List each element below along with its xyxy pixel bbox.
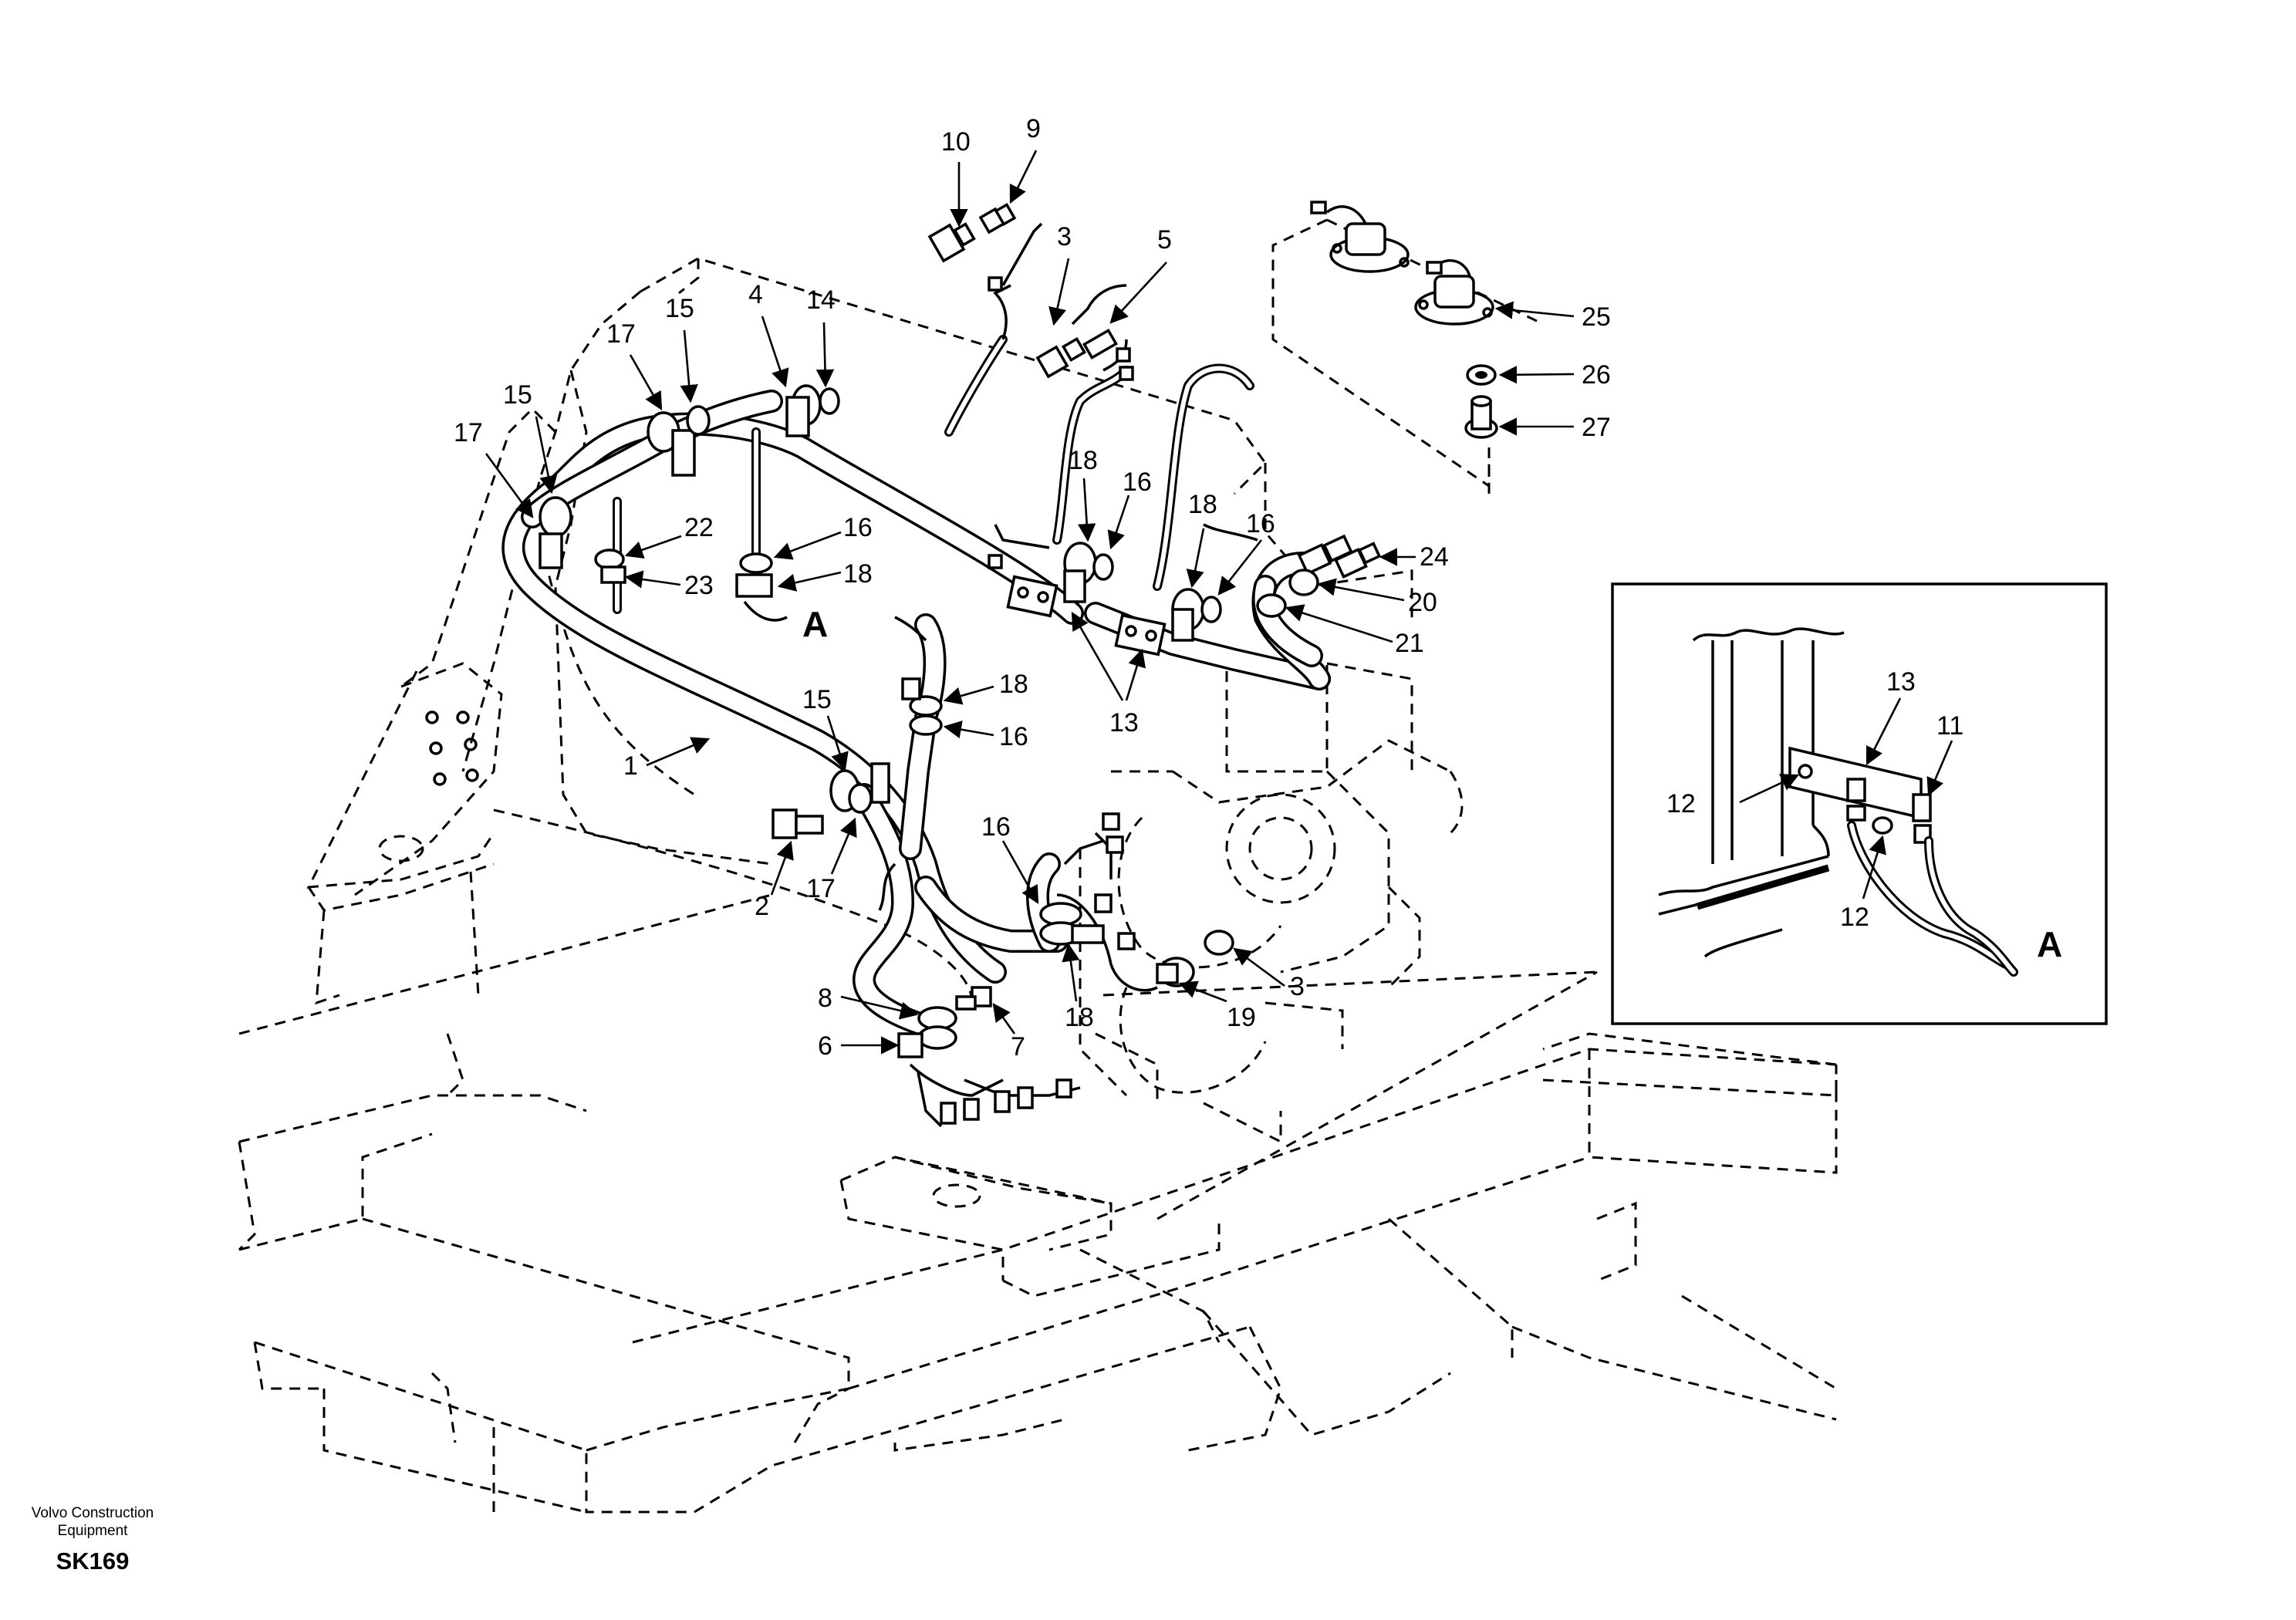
- detail-callout-12: 12: [1666, 789, 1696, 818]
- callout-15: 15: [503, 380, 532, 410]
- callout-25: 25: [1582, 302, 1611, 332]
- callout-15: 15: [665, 294, 694, 323]
- harness-branches: [613, 222, 1323, 1128]
- callout-2: 2: [755, 892, 769, 921]
- main-harness: [501, 390, 1331, 1038]
- callout-21: 21: [1395, 629, 1424, 658]
- publisher-label: Volvo Construction Equipment: [31, 1505, 154, 1539]
- callout-7: 7: [1011, 1032, 1025, 1061]
- callout-27: 27: [1582, 413, 1611, 442]
- detail-view-box: 13 11 12 12 A: [1611, 582, 2108, 1025]
- phantom-machine-frame: [238, 218, 1838, 1514]
- leader-lines: [485, 150, 1575, 1055]
- diagram-code: SK169: [56, 1547, 130, 1574]
- callout-17: 17: [606, 319, 636, 349]
- callout-18: 18: [1069, 446, 1098, 475]
- callout-6: 6: [818, 1031, 832, 1061]
- callout-16: 16: [999, 722, 1028, 751]
- callout-26: 26: [1582, 360, 1611, 390]
- parts: [539, 201, 1498, 1125]
- callout-3: 3: [1290, 972, 1305, 1001]
- detail-callout-11: 11: [1936, 711, 1963, 741]
- callout-19: 19: [1227, 1003, 1256, 1032]
- callout-22: 22: [684, 513, 714, 542]
- detail-view-label: A: [2037, 924, 2062, 964]
- callout-8: 8: [818, 984, 832, 1013]
- callout-15: 15: [802, 685, 832, 714]
- callout-18: 18: [1188, 490, 1217, 519]
- main-view-callouts: 10 9 3 5 4 14 15 17 15 17 22 23 16 18 18…: [454, 114, 1611, 1061]
- callout-16: 16: [981, 812, 1011, 842]
- view-marker-a: A: [802, 604, 828, 644]
- callout-18: 18: [999, 670, 1028, 699]
- callout-24: 24: [1420, 542, 1449, 572]
- callout-16: 16: [843, 513, 873, 542]
- detail-callout-13: 13: [1886, 667, 1916, 697]
- callout-1: 1: [623, 751, 638, 781]
- callout-14: 14: [806, 285, 836, 315]
- callout-17: 17: [806, 874, 836, 903]
- callout-16: 16: [1123, 467, 1152, 497]
- callout-18: 18: [843, 559, 873, 589]
- callout-17: 17: [454, 418, 483, 447]
- callout-10: 10: [941, 127, 971, 157]
- callout-13: 13: [1109, 708, 1139, 737]
- callout-4: 4: [748, 280, 763, 309]
- callout-9: 9: [1026, 114, 1041, 143]
- callout-3: 3: [1057, 222, 1072, 251]
- detail-callout-12: 12: [1840, 903, 1869, 932]
- callout-18: 18: [1065, 1003, 1094, 1032]
- callout-20: 20: [1408, 588, 1437, 617]
- callout-23: 23: [684, 571, 714, 600]
- callout-16: 16: [1246, 509, 1275, 538]
- callout-5: 5: [1157, 225, 1172, 255]
